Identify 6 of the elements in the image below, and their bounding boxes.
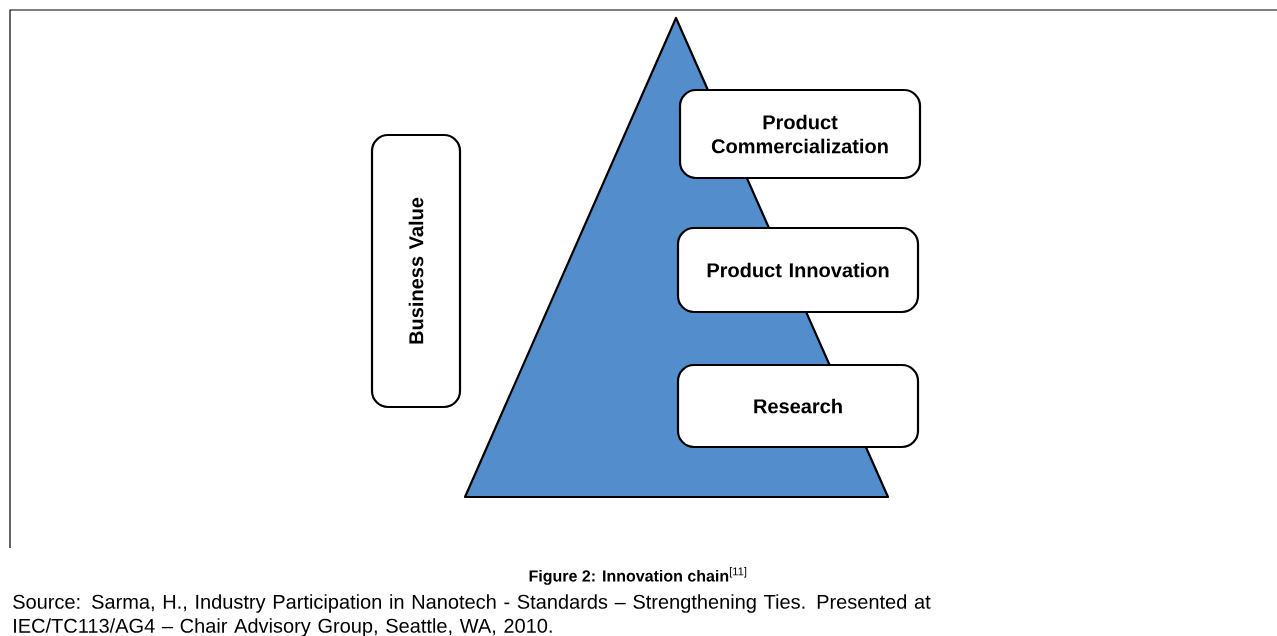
stage-box: Product Commercialization [678,88,922,180]
stage-box: Product Innovation [676,226,920,314]
source-note: Source: Sarma, H., Industry Participation in Nanotech - Standards – Strengthening Ties. Presented at IEC/TC113/AG4 – Chair Advisory Group, Seattle, WA, 2010. [13,594,931,636]
stage-box: Research [676,363,920,449]
value-box: Business Value [370,133,462,409]
figure-caption: Figure 2: Innovation chain$^{[11]}$ [529,567,747,585]
